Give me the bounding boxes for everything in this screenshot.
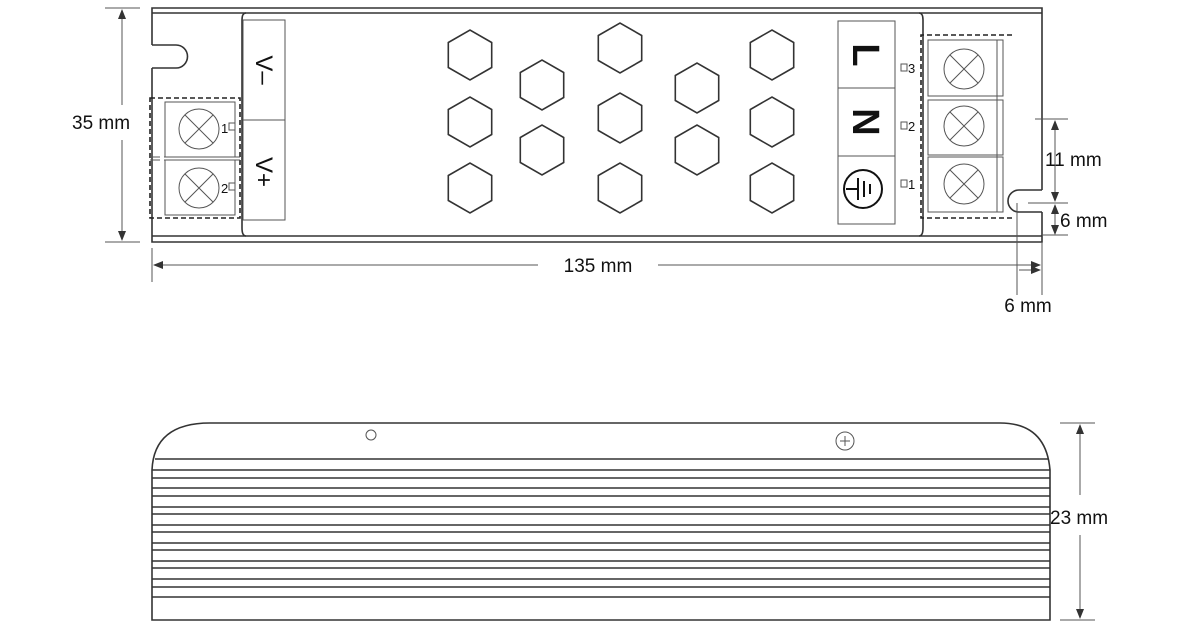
notch-depth-label: 6 mm <box>1004 296 1052 317</box>
ac-terminal-block: 3 2 1 <box>900 34 1012 219</box>
dc-terminal-block: 1 2 <box>149 97 241 219</box>
height-label: 35 mm <box>72 113 130 134</box>
screw-terminal-icon <box>943 48 985 90</box>
vent-hole <box>447 162 493 214</box>
screw-terminal-icon <box>943 163 985 205</box>
earth-ground-icon <box>843 169 883 209</box>
ac-terminal-number: 3 <box>908 61 915 76</box>
vent-hole <box>597 92 643 144</box>
ventilation-holes <box>447 22 795 214</box>
vent-hole <box>447 96 493 148</box>
notch-offset-label: 11 mm <box>1045 150 1102 171</box>
side-height-dimension: 23 mm <box>1050 422 1108 621</box>
n-label: N <box>844 108 886 135</box>
vent-hole <box>749 162 795 214</box>
vent-hole <box>674 62 720 114</box>
height-dimension: 35 mm <box>72 7 140 243</box>
vent-hole <box>597 162 643 214</box>
mounting-hole-icon <box>365 429 377 441</box>
top-view: 1 2 V– V+ L N <box>72 7 1108 317</box>
length-dimension: 135 mm <box>151 248 1041 282</box>
center-cover <box>241 12 924 237</box>
notch-height-label: 6 mm <box>1060 211 1108 232</box>
ac-terminal-number: 1 <box>908 177 915 192</box>
screw-terminal-icon <box>178 108 220 150</box>
v-plus-label: V+ <box>250 157 277 187</box>
length-label: 135 mm <box>564 256 633 277</box>
notch-depth-dimension: 6 mm <box>1004 203 1052 317</box>
right-mount-notch <box>1007 189 1042 213</box>
side-outline <box>151 422 1051 621</box>
screw-icon <box>835 431 855 451</box>
left-mount-notch <box>152 44 189 69</box>
cooling-fins <box>152 458 1050 598</box>
vent-hole <box>674 124 720 176</box>
v-minus-label: V– <box>250 55 277 85</box>
side-height-label: 23 mm <box>1050 508 1108 529</box>
l-label: L <box>844 43 886 66</box>
dc-terminal-number: 1 <box>221 121 228 136</box>
screw-terminal-icon <box>178 167 220 209</box>
vent-hole <box>749 29 795 81</box>
vent-hole <box>447 29 493 81</box>
housing-outline <box>151 7 1043 243</box>
dc-terminal-number: 2 <box>221 181 228 196</box>
screw-terminal-icon <box>943 105 985 147</box>
vent-hole <box>749 96 795 148</box>
side-view: 23 mm <box>151 422 1108 621</box>
vent-hole <box>519 59 565 111</box>
notch-offset-dimension: 11 mm 6 mm <box>1028 118 1108 236</box>
ac-terminal-number: 2 <box>908 119 915 134</box>
vent-hole <box>519 124 565 176</box>
vent-hole <box>597 22 643 74</box>
